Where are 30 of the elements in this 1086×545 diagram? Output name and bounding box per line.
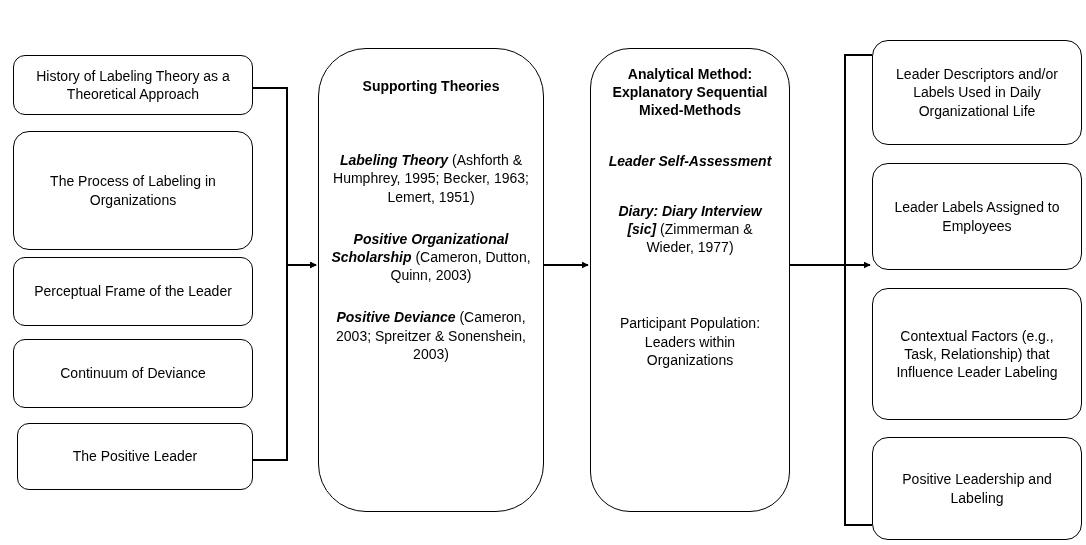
method-text: Leader Self-Assessment: [608, 151, 772, 170]
box-label: Leader Descriptors and/or Labels Used in Daily Organizational Life: [895, 65, 1059, 120]
rounded-box: [13, 55, 253, 115]
box-label: Leader Labels Assigned to Employees: [893, 198, 1061, 235]
box-label: History of Labeling Theory as a Theoretical Approach: [35, 66, 231, 104]
box-label: Contextual Factors (e.g., Task, Relationship) that Influence Leader Labeling: [895, 326, 1059, 382]
method-text: Diary: Diary Interview [sic] (Zimmerman & Wieder, 1977): [617, 201, 764, 257]
box-heading: Supporting Theories: [362, 77, 500, 96]
rounded-box: [13, 257, 253, 326]
box-label: Perceptual Frame of the Leader: [34, 282, 232, 301]
theory-text: Labeling Theory (Ashforth & Humphrey, 1995; Becker, 1963; Lemert, 1951): [332, 151, 530, 206]
connector-arrow: [252, 261, 317, 461]
box-label: The Process of Labeling in Organizations: [49, 172, 217, 209]
box-label: Positive Leadership and Labeling: [901, 470, 1053, 507]
rounded-box: [872, 163, 1082, 270]
method-text: Participant Population: Leaders within Organizations: [618, 314, 762, 369]
rounded-box: [318, 48, 544, 512]
rounded-box: [872, 437, 1082, 540]
rounded-box: [13, 131, 253, 250]
theory-text: Positive Organizational Scholarship (Cameron, Dutton, Quinn, 2003): [331, 229, 531, 285]
theory-text: Positive Deviance (Cameron, 2003; Spreitzer & Sonenshein, 2003): [335, 308, 527, 363]
rounded-box: [872, 40, 1082, 145]
rounded-box: [590, 48, 790, 512]
box-label: Continuum of Deviance: [60, 364, 206, 383]
rounded-box: [17, 423, 253, 490]
connector-arrow: [543, 261, 589, 269]
rounded-box: [872, 288, 1082, 420]
box-heading: Analytical Method: Explanatory Sequential Mixed-Methods: [611, 65, 769, 120]
rounded-box: [13, 339, 253, 408]
box-label: The Positive Leader: [72, 447, 198, 466]
